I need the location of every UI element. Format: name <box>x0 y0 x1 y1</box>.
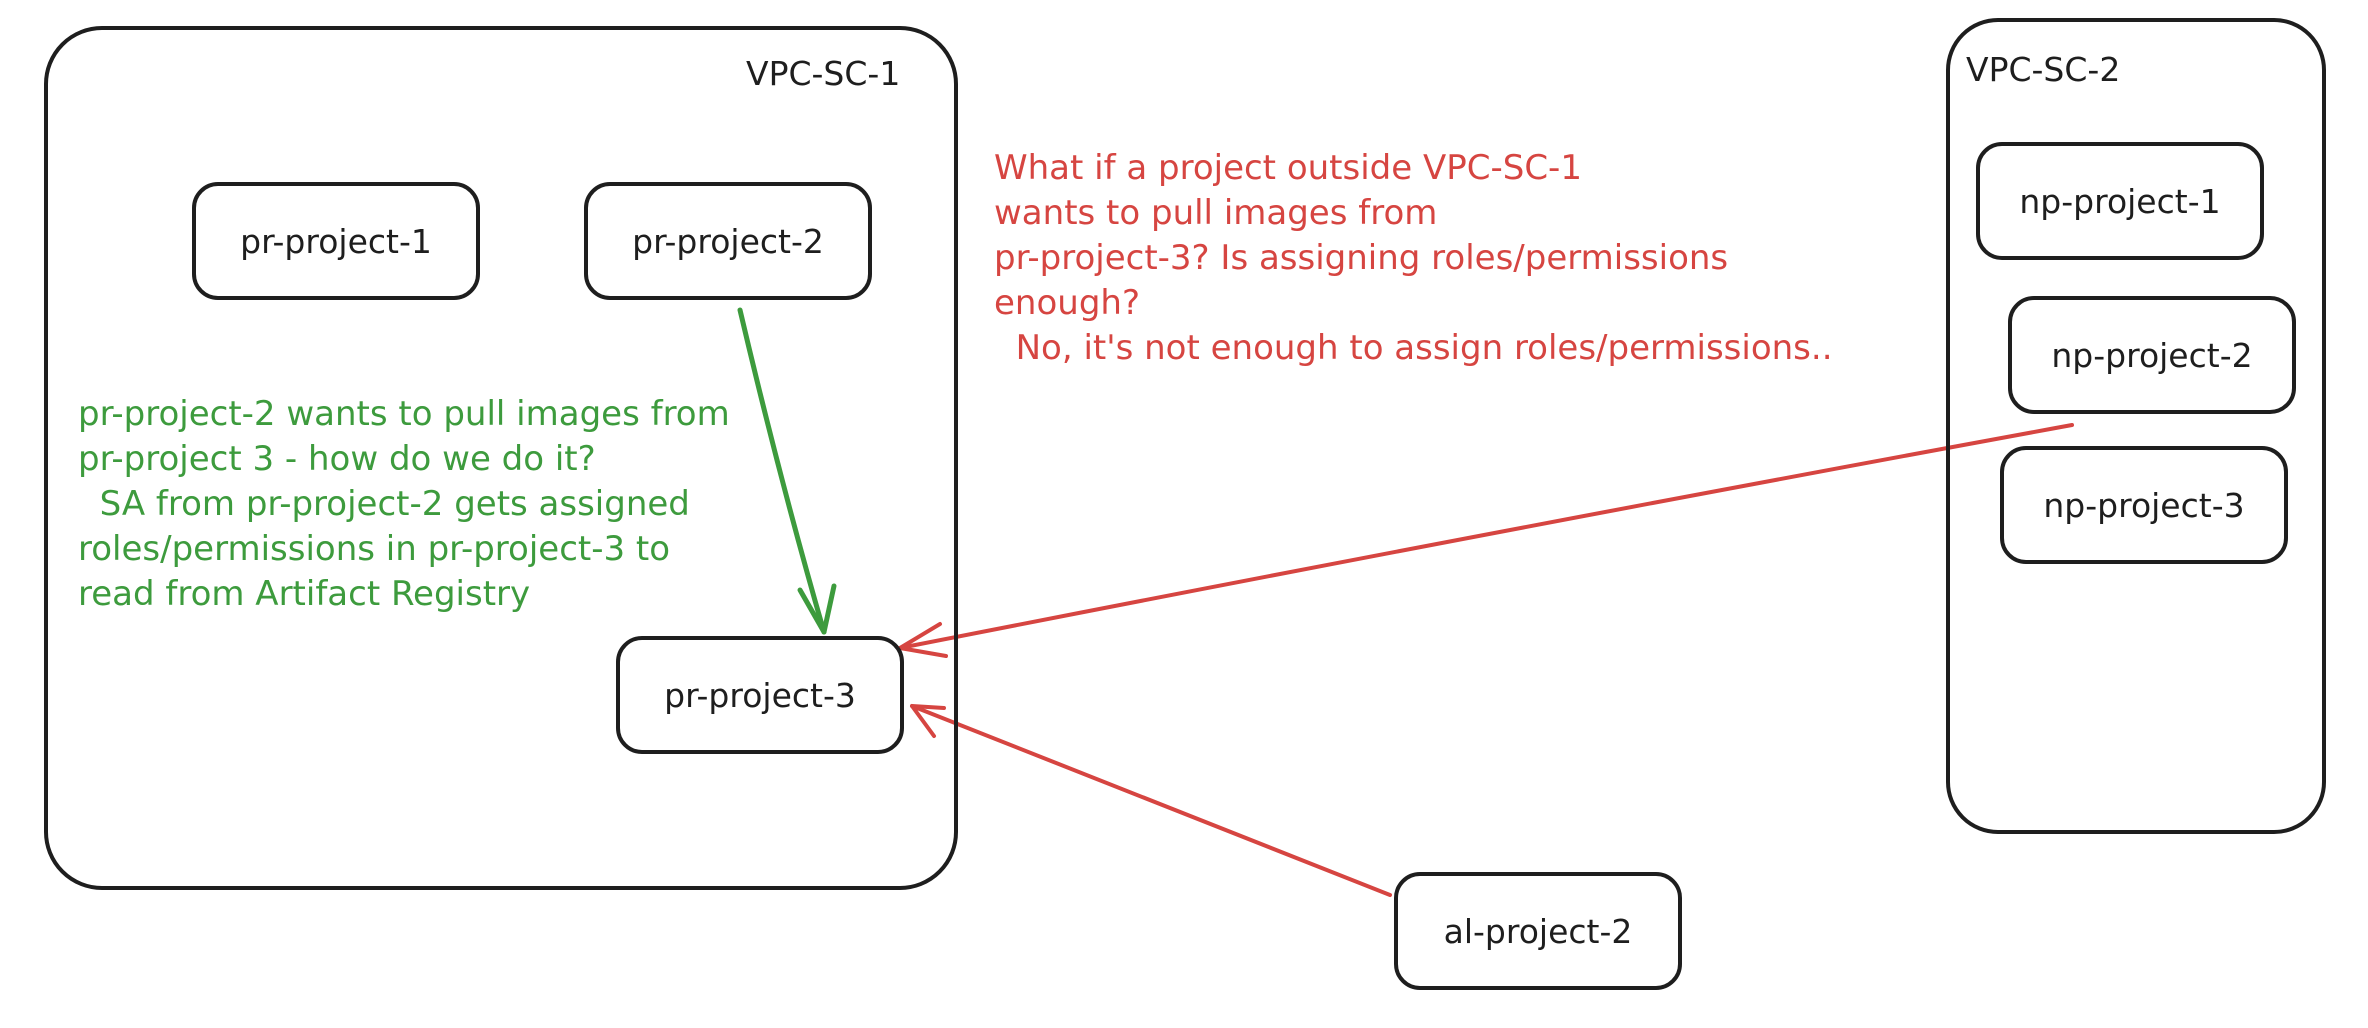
node-label: pr-project-2 <box>632 221 824 261</box>
note-red: What if a project outside VPC-SC-1 wants… <box>994 146 1833 371</box>
vpc-sc-2-label: VPC-SC-2 <box>1966 50 2121 89</box>
note-line: What if a project outside VPC-SC-1 <box>994 148 1582 188</box>
vpc-sc-1-perimeter[interactable] <box>44 26 958 890</box>
note-line: SA from pr-project-2 gets assigned <box>78 484 690 524</box>
arrow-np-project-2-to-pr-project-3 <box>898 423 2074 658</box>
node-pr-project-1[interactable]: pr-project-1 <box>192 182 480 300</box>
node-al-project-2[interactable]: al-project-2 <box>1394 872 1682 990</box>
note-green: pr-project-2 wants to pull images from p… <box>78 392 730 617</box>
note-line: read from Artifact Registry <box>78 574 531 614</box>
node-label: np-project-1 <box>2019 181 2221 221</box>
node-label: pr-project-1 <box>240 221 432 261</box>
note-line: enough? <box>994 283 1140 323</box>
note-line: wants to pull images from <box>994 193 1438 233</box>
note-line: pr-project 3 - how do we do it? <box>78 439 596 479</box>
node-pr-project-3[interactable]: pr-project-3 <box>616 636 904 754</box>
note-line: roles/permissions in pr-project-3 to <box>78 529 671 569</box>
note-line: pr-project-3? Is assigning roles/permiss… <box>994 238 1729 278</box>
arrow-al-project-2-to-pr-project-3 <box>910 704 1392 897</box>
node-np-project-2[interactable]: np-project-2 <box>2008 296 2296 414</box>
node-np-project-1[interactable]: np-project-1 <box>1976 142 2264 260</box>
node-label: np-project-3 <box>2043 485 2245 525</box>
note-line: No, it's not enough to assign roles/perm… <box>994 328 1833 368</box>
vpc-sc-1-label: VPC-SC-1 <box>746 54 901 93</box>
node-np-project-3[interactable]: np-project-3 <box>2000 446 2288 564</box>
node-label: pr-project-3 <box>664 675 856 715</box>
note-line: pr-project-2 wants to pull images from <box>78 394 730 434</box>
node-pr-project-2[interactable]: pr-project-2 <box>584 182 872 300</box>
node-label: al-project-2 <box>1443 911 1633 951</box>
node-label: np-project-2 <box>2051 335 2253 375</box>
arrow-pr-project-2-to-pr-project-3 <box>737 307 837 635</box>
vpc-sc-2-perimeter[interactable] <box>1946 18 2326 834</box>
